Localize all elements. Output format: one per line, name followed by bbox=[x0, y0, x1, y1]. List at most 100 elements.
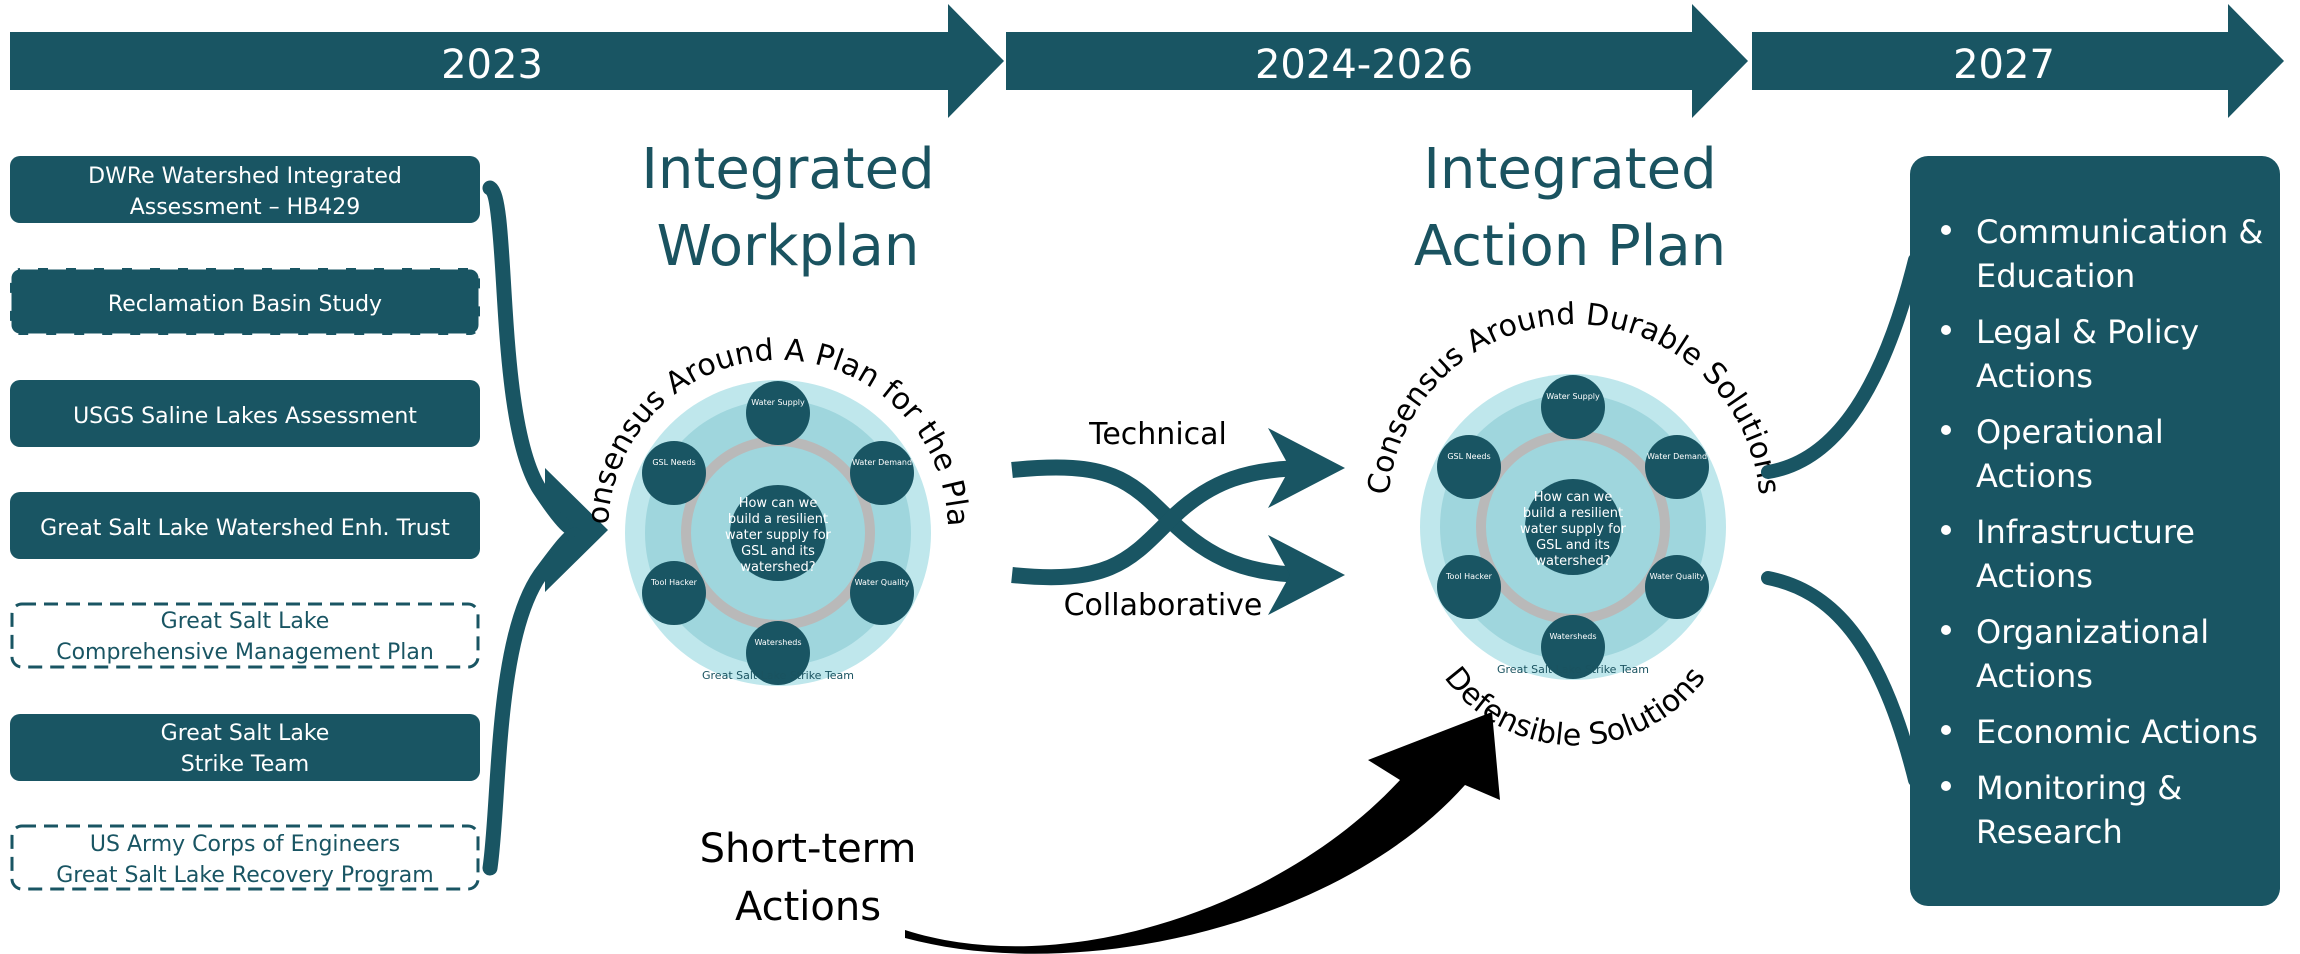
wheel-node-label: GSL Needs bbox=[652, 458, 695, 467]
action-item: Communication & Education bbox=[1941, 213, 2263, 295]
wheel-ring-label: Great Salt Lake Strike Team bbox=[702, 669, 854, 682]
wheel-node bbox=[642, 561, 706, 625]
svg-text:Integrated: Integrated bbox=[641, 137, 934, 202]
wheel-node-label: GSL Needs bbox=[1447, 452, 1490, 461]
source-list: DWRe Watershed Integrated Assessment – H… bbox=[8, 156, 482, 891]
source-box: USGS Saline Lakes Assessment bbox=[10, 380, 480, 447]
svg-text:Infrastructure: Infrastructure bbox=[1976, 513, 2195, 551]
svg-text:Operational: Operational bbox=[1976, 413, 2164, 451]
arrowhead-collaborative bbox=[1268, 535, 1345, 615]
svg-text:build a resilient: build a resilient bbox=[728, 512, 828, 527]
svg-text:GSL and its: GSL and its bbox=[1536, 538, 1610, 553]
svg-text:Legal & Policy: Legal & Policy bbox=[1976, 313, 2199, 351]
wheel-node-label: Water Quality bbox=[855, 578, 910, 587]
wheel-node bbox=[1645, 435, 1709, 499]
source-box: DWRe Watershed Integrated Assessment – H… bbox=[10, 156, 480, 223]
wheel-node-label: Water Demand bbox=[852, 458, 912, 467]
wheel-node bbox=[746, 381, 810, 445]
wheel-node bbox=[1437, 555, 1501, 619]
svg-text:Great Salt Lake Recovery Progr: Great Salt Lake Recovery Program bbox=[56, 863, 433, 888]
timeline-label: 2024-2026 bbox=[1255, 42, 1473, 88]
wheel-node-label: Water Quality bbox=[1650, 572, 1705, 581]
svg-text:Great Salt Lake: Great Salt Lake bbox=[161, 609, 330, 634]
wheel-node bbox=[642, 441, 706, 505]
wheel-node bbox=[1437, 435, 1501, 499]
timeline: 2023 2024-2026 2027 bbox=[10, 4, 2284, 118]
source-box: Reclamation Basin Study bbox=[8, 266, 482, 337]
technical-label: Technical bbox=[1088, 417, 1227, 452]
wheel-node-label: Water Supply bbox=[1546, 392, 1600, 401]
wheel-node-label: Watersheds bbox=[1549, 632, 1596, 641]
wheel-node bbox=[1541, 375, 1605, 439]
wheel-node-label: Watersheds bbox=[754, 638, 801, 647]
svg-text:Strike Team: Strike Team bbox=[181, 752, 309, 777]
wheel-center-text: How can we bbox=[1534, 490, 1613, 505]
action-plan-title: Integrated Action Plan bbox=[1414, 137, 1726, 279]
short-term-actions: Short-term Actions bbox=[700, 712, 1500, 954]
timeline-label: 2023 bbox=[441, 42, 543, 88]
actions-panel: Communication & Education Legal & Policy… bbox=[1910, 156, 2280, 906]
svg-text:Research: Research bbox=[1976, 813, 2123, 851]
svg-text:Monitoring &: Monitoring & bbox=[1976, 769, 2182, 807]
collaborative-label: Collaborative bbox=[1064, 588, 1263, 623]
source-brace-arrowheads bbox=[545, 468, 608, 592]
svg-text:DWRe Watershed Integrated: DWRe Watershed Integrated bbox=[88, 164, 402, 189]
action-item: Infrastructure Actions bbox=[1941, 513, 2195, 595]
svg-text:Short-term: Short-term bbox=[700, 826, 917, 872]
svg-text:Actions: Actions bbox=[1976, 357, 2093, 395]
svg-text:USGS Saline Lakes Assessment: USGS Saline Lakes Assessment bbox=[73, 404, 417, 429]
svg-text:Organizational: Organizational bbox=[1976, 613, 2209, 651]
action-item: Organizational Actions bbox=[1941, 613, 2209, 695]
svg-text:Communication &: Communication & bbox=[1976, 213, 2263, 251]
svg-text:watershed?: watershed? bbox=[1535, 554, 1610, 569]
action-item: Legal & Policy Actions bbox=[1941, 313, 2199, 395]
timeline-arrow-2024-2026: 2024-2026 bbox=[1006, 4, 1748, 118]
action-brace bbox=[1761, 253, 1922, 787]
svg-text:Reclamation Basin Study: Reclamation Basin Study bbox=[108, 292, 382, 317]
action-item: Operational Actions bbox=[1941, 413, 2164, 495]
source-brace bbox=[482, 180, 583, 876]
timeline-arrow-2027: 2027 bbox=[1752, 4, 2284, 118]
action-item: Monitoring & Research bbox=[1941, 769, 2182, 851]
source-box: Great Salt Lake Strike Team bbox=[10, 714, 480, 781]
svg-text:Actions: Actions bbox=[735, 884, 881, 930]
arrowhead-technical bbox=[1268, 428, 1345, 508]
wheel-ring-label: Great Salt Lake Strike Team bbox=[1497, 663, 1649, 676]
action-item: Economic Actions bbox=[1941, 713, 2258, 751]
source-box-dashed: Great Salt Lake Comprehensive Management… bbox=[10, 602, 480, 669]
svg-text:Comprehensive Management Plan: Comprehensive Management Plan bbox=[56, 640, 434, 665]
wheel-node-label: Tool Hacker bbox=[650, 578, 698, 587]
short-term-arrow bbox=[905, 712, 1500, 954]
svg-text:US Army Corps of Engineers: US Army Corps of Engineers bbox=[90, 832, 400, 857]
svg-text:build a resilient: build a resilient bbox=[1523, 506, 1623, 521]
action-plan-wheel: Water Supply Water Demand Water Quality … bbox=[1420, 374, 1726, 680]
svg-text:Economic Actions: Economic Actions bbox=[1976, 713, 2258, 751]
timeline-label: 2027 bbox=[1953, 42, 2055, 88]
wheel-node bbox=[1541, 615, 1605, 679]
workplan-wheel: Water Supply Water Demand Water Quality … bbox=[625, 380, 931, 686]
svg-text:Actions: Actions bbox=[1976, 657, 2093, 695]
source-box: Great Salt Lake Watershed Enh. Trust bbox=[10, 492, 480, 559]
svg-text:Education: Education bbox=[1976, 257, 2135, 295]
wheel-center-text: How can we bbox=[739, 496, 818, 511]
svg-text:Integrated: Integrated bbox=[1423, 137, 1716, 202]
svg-text:Actions: Actions bbox=[1976, 457, 2093, 495]
svg-text:Workplan: Workplan bbox=[657, 214, 920, 279]
svg-text:Actions: Actions bbox=[1976, 557, 2093, 595]
wheel-node-label: Water Supply bbox=[751, 398, 805, 407]
wheel-node bbox=[1645, 555, 1709, 619]
svg-text:water supply for: water supply for bbox=[1520, 522, 1627, 537]
timeline-arrow-2023: 2023 bbox=[10, 4, 1004, 118]
workplan-title: Integrated Workplan bbox=[641, 137, 934, 279]
svg-text:Great Salt Lake: Great Salt Lake bbox=[161, 721, 330, 746]
crossing-arrows: Technical Collaborative bbox=[1011, 417, 1345, 623]
wheel-node bbox=[850, 441, 914, 505]
wheel-node bbox=[850, 561, 914, 625]
svg-text:Assessment – HB429: Assessment – HB429 bbox=[130, 195, 361, 220]
svg-text:Great Salt Lake Watershed Enh.: Great Salt Lake Watershed Enh. Trust bbox=[40, 516, 450, 541]
svg-text:watershed?: watershed? bbox=[740, 560, 815, 575]
source-box-dashed: US Army Corps of Engineers Great Salt La… bbox=[10, 824, 480, 891]
svg-text:GSL and its: GSL and its bbox=[741, 544, 815, 559]
svg-text:Action Plan: Action Plan bbox=[1414, 214, 1726, 279]
